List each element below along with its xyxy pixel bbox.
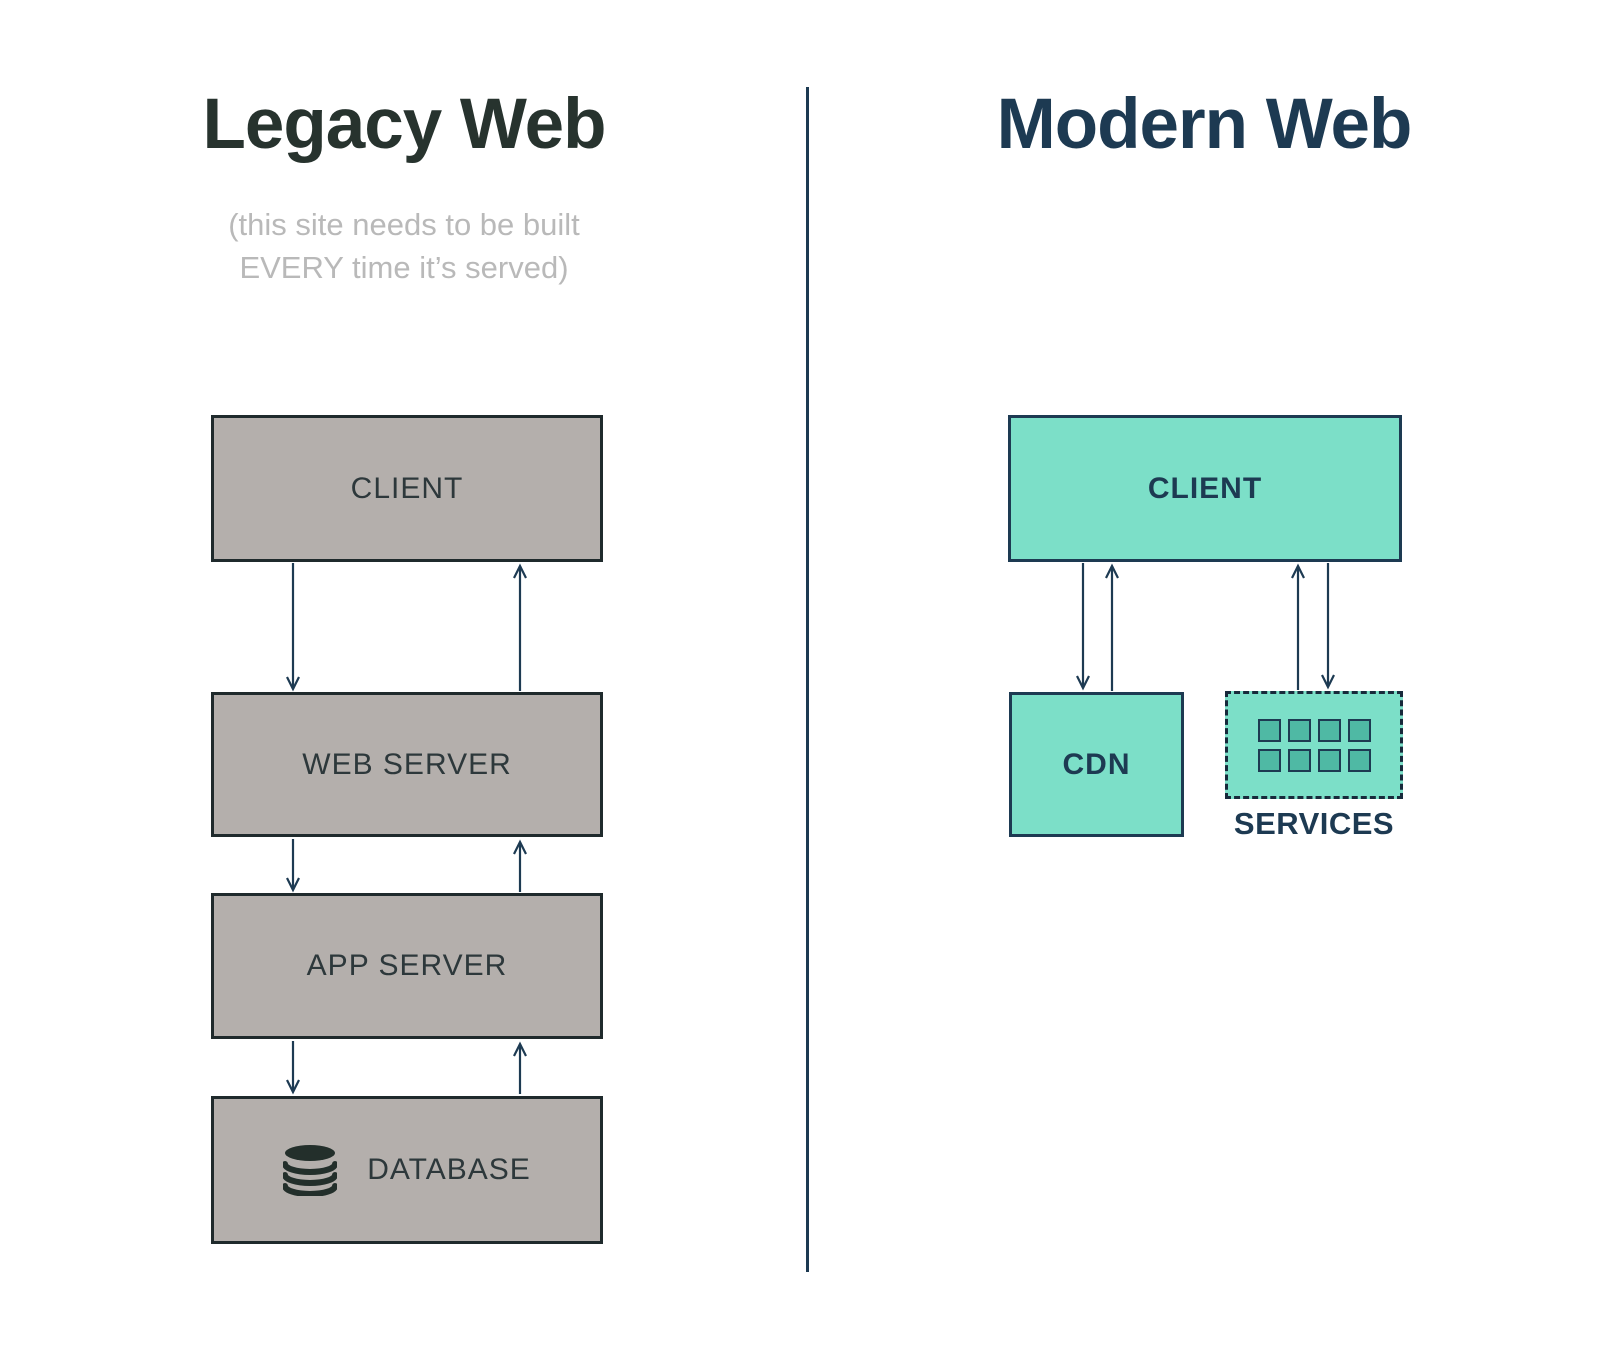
legacy-web-server-label: WEB SERVER (302, 747, 512, 781)
modern-client-label: CLIENT (1147, 471, 1263, 505)
legacy-app-server-box: APP SERVER (211, 893, 603, 1039)
legacy-web-title: Legacy Web (202, 85, 607, 164)
legacy-client-box: CLIENT (211, 415, 603, 562)
cdn-box: CDN (1009, 692, 1184, 837)
services-grid (1257, 718, 1371, 772)
service-tile (1347, 748, 1371, 772)
service-tile (1347, 718, 1371, 742)
modern-client-box: CLIENT (1008, 415, 1402, 562)
service-tile (1287, 718, 1311, 742)
database-box-content: DATABASE (283, 1144, 531, 1196)
legacy-web-server-box: WEB SERVER (211, 692, 603, 837)
legacy-web-subtitle: (this site needs to be built EVERY time … (228, 207, 580, 286)
service-tile (1287, 748, 1311, 772)
services-label: SERVICES (1233, 806, 1395, 841)
service-tile (1257, 748, 1281, 772)
modern-web-title: Modern Web (996, 85, 1413, 164)
service-tile (1317, 718, 1341, 742)
services-box (1225, 691, 1403, 799)
service-tile (1257, 718, 1281, 742)
cdn-label: CDN (1062, 747, 1131, 781)
legacy-database-box: DATABASE (211, 1096, 603, 1244)
center-divider-line (806, 87, 809, 1272)
legacy-database-label: DATABASE (367, 1153, 531, 1186)
service-tile (1317, 748, 1341, 772)
database-icon (283, 1144, 338, 1196)
legacy-app-server-label: APP SERVER (306, 949, 508, 982)
legacy-client-label: CLIENT (350, 471, 464, 505)
